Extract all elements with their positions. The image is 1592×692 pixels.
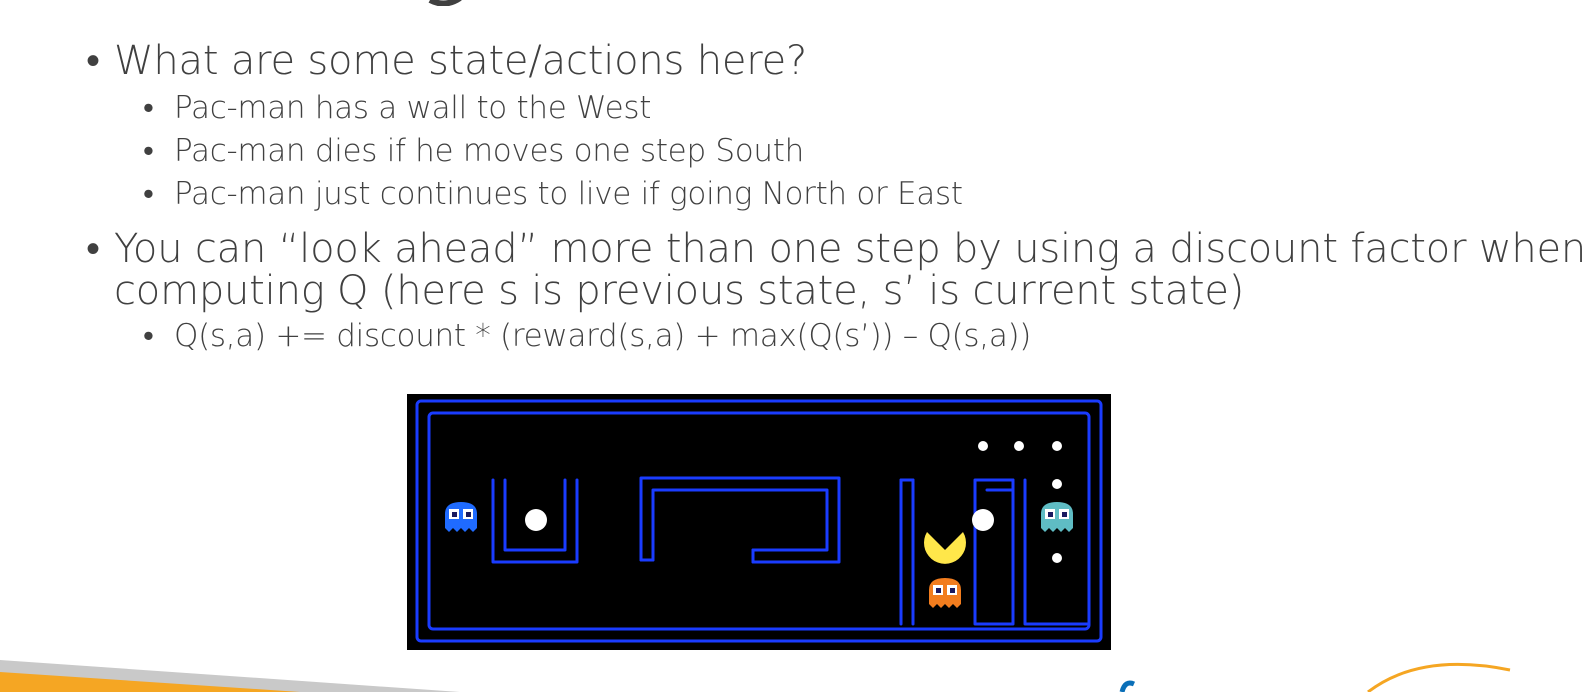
bullet-text: What are some state/actions here? [114, 38, 808, 84]
bullet-level2: • Pac-man has a wall to the West [143, 91, 651, 125]
power-pellet [972, 509, 994, 531]
maze-walls [415, 399, 1103, 643]
pellet [1052, 553, 1062, 563]
wall-right-hook-outer [973, 478, 1015, 626]
footer-blue-mark [1119, 680, 1136, 692]
bullet-text: Q(s,a) += discount * (reward(s,a) + max(… [174, 318, 1032, 354]
bullet-dot: • [143, 318, 154, 354]
pacman [924, 532, 966, 564]
bullet-level1: • What are some state/actions here? [86, 40, 807, 82]
bullet-dot: • [143, 133, 154, 169]
bullet-text-continuation: computing Q (here s is previous state, s… [114, 268, 1245, 314]
slide-title-fragment [400, 0, 490, 6]
pacman-game-board [407, 394, 1111, 650]
bullet-text: Pac-man dies if he moves one step South [174, 133, 804, 169]
footer-orange-band [0, 672, 300, 692]
bullet-level1: • You can “look ahead” more than one step… [86, 228, 1586, 270]
footer-decoration [0, 648, 1592, 692]
bullet-dot: • [86, 226, 100, 272]
bullet-text: Pac-man has a wall to the West [174, 90, 652, 126]
wall-u-left-inner [503, 478, 567, 552]
wall-middle-outer [639, 476, 841, 564]
bullet-text: You can “look ahead” more than one step … [114, 226, 1587, 272]
bullet-dot: • [143, 90, 154, 126]
wall-right-hook-cap [973, 478, 1015, 492]
bullet-level2: • Pac-man just continues to live if going… [143, 177, 963, 211]
pacman-maze [415, 399, 1103, 643]
bullet-level2: • Q(s,a) += discount * (reward(s,a) + max… [143, 319, 1031, 353]
ghost-blue [445, 502, 477, 532]
wall-right-column [1023, 478, 1091, 626]
pellet [978, 441, 988, 451]
ghost-cyan [1041, 502, 1073, 532]
bullet-text: Pac-man just continues to live if going … [174, 176, 963, 212]
pellet [1052, 441, 1062, 451]
pellet [1052, 479, 1062, 489]
bullet-dot: • [86, 38, 100, 84]
bullet-list: • What are some state/actions here? • Pac-… [86, 40, 1586, 353]
power-pellet [525, 509, 547, 531]
footer-swoosh [0, 660, 1511, 692]
ghost-orange [929, 578, 961, 608]
wall-middle-inner [651, 488, 829, 562]
outer-wall-inner [427, 411, 1091, 631]
pellet [1014, 441, 1024, 451]
outer-wall-outer [415, 399, 1103, 643]
footer-orange-arc [1367, 662, 1511, 692]
bullet-dot: • [143, 176, 154, 212]
wall-u-left-outer [491, 478, 579, 564]
pellets [525, 441, 1062, 563]
bullet-level2: • Pac-man dies if he moves one step South [143, 134, 804, 168]
